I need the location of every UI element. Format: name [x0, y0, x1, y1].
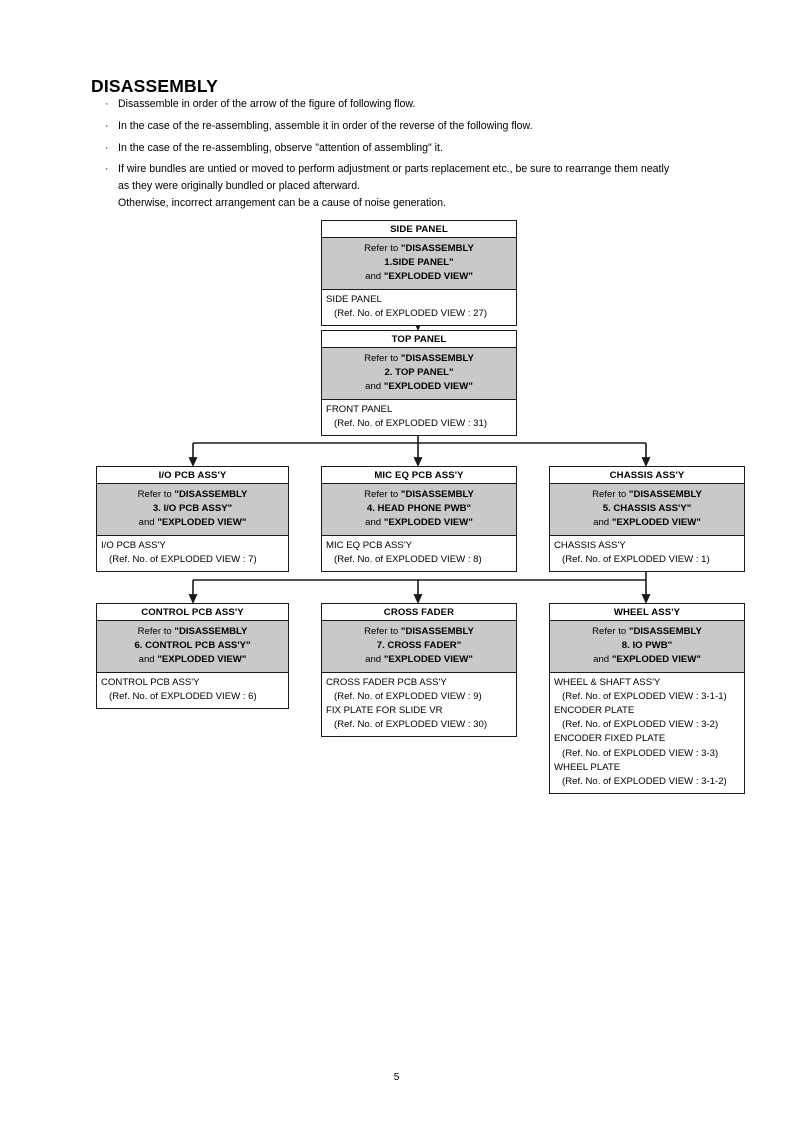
refer-line-3: and "EXPLODED VIEW": [365, 381, 473, 393]
flow-node-side-panel[interactable]: SIDE PANEL Refer to "DISASSEMBLY 1.SIDE …: [321, 220, 517, 326]
node-parts-section: I/O PCB ASS'Y (Ref. No. of EXPLODED VIEW…: [97, 536, 288, 571]
refer-line-1: Refer to "DISASSEMBLY: [137, 488, 248, 500]
part-reference: (Ref. No. of EXPLODED VIEW : 3-1-2): [562, 776, 727, 788]
part-name: ENCODER PLATE: [554, 705, 635, 717]
node-title: I/O PCB ASS'Y: [97, 467, 288, 485]
part-name: SIDE PANEL: [326, 293, 382, 305]
refer-line-1: Refer to "DISASSEMBLY: [364, 488, 474, 500]
flow-node-chassis-assy[interactable]: CHASSIS ASS'Y Refer to "DISASSEMBLY 5. C…: [549, 466, 745, 572]
part-name: CONTROL PCB ASS'Y: [101, 676, 200, 688]
node-title: WHEEL ASS'Y: [550, 604, 744, 622]
refer-line-2: 2. TOP PANEL": [384, 367, 454, 379]
node-title: TOP PANEL: [322, 331, 516, 349]
bullet-icon: ·: [105, 98, 109, 110]
part-reference: (Ref. No. of EXPLODED VIEW : 7): [109, 553, 257, 565]
part-name: CHASSIS ASS'Y: [554, 539, 626, 551]
instruction-text: In the case of the re-assembling, assemb…: [118, 119, 533, 132]
refer-line-2: 5. CHASSIS ASS'Y": [602, 503, 692, 515]
refer-line-2: 6. CONTROL PCB ASS'Y": [134, 640, 251, 652]
refer-line-2: 8. IO PWB": [621, 640, 673, 652]
refer-line-2: 1.SIDE PANEL": [384, 257, 454, 269]
instruction-list: · Disassemble in order of the arrow of t…: [103, 96, 763, 216]
refer-line-3: and "EXPLODED VIEW": [365, 517, 473, 529]
page-number: 5: [393, 1072, 400, 1083]
refer-line-3: and "EXPLODED VIEW": [138, 517, 247, 529]
node-title: CHASSIS ASS'Y: [550, 467, 744, 485]
instruction-text: Otherwise, incorrect arrangement can be …: [118, 196, 447, 209]
node-parts-section: WHEEL & SHAFT ASS'Y (Ref. No. of EXPLODE…: [550, 673, 744, 793]
refer-line-1: Refer to "DISASSEMBLY: [592, 488, 702, 500]
instruction-text: Disassemble in order of the arrow of the…: [118, 98, 416, 110]
bullet-icon: ·: [105, 119, 109, 132]
instruction-text: If wire bundles are untied or moved to p…: [118, 163, 670, 176]
refer-line-3: and "EXPLODED VIEW": [593, 517, 701, 529]
flow-node-control-pcb-assy[interactable]: CONTROL PCB ASS'Y Refer to "DISASSEMBLY …: [96, 603, 289, 709]
part-reference: (Ref. No. of EXPLODED VIEW : 27): [334, 307, 488, 319]
instruction-text: In the case of the re-assembling, observ…: [118, 141, 443, 154]
list-item: · Disassemble in order of the arrow of t…: [103, 96, 763, 113]
node-title: CONTROL PCB ASS'Y: [97, 604, 288, 622]
node-title: CROSS FADER: [322, 604, 516, 622]
part-reference: (Ref. No. of EXPLODED VIEW : 3-3): [562, 747, 719, 759]
part-name: WHEEL & SHAFT ASS'Y: [554, 676, 661, 688]
node-refer-section: Refer to "DISASSEMBLY 3. I/O PCB ASSY" a…: [97, 484, 288, 537]
bullet-icon: ·: [105, 163, 109, 176]
refer-line-1: Refer to "DISASSEMBLY: [364, 352, 474, 364]
node-parts-section: FRONT PANEL (Ref. No. of EXPLODED VIEW :…: [322, 400, 516, 435]
refer-line-1: Refer to "DISASSEMBLY: [364, 242, 474, 254]
refer-line-3: and "EXPLODED VIEW": [138, 654, 247, 666]
part-name: WHEEL PLATE: [554, 761, 621, 773]
page-title: DISASSEMBLY: [91, 75, 218, 96]
refer-line-1: Refer to "DISASSEMBLY: [137, 625, 248, 637]
refer-line-3: and "EXPLODED VIEW": [365, 271, 473, 283]
flow-node-top-panel[interactable]: TOP PANEL Refer to "DISASSEMBLY 2. TOP P…: [321, 330, 517, 436]
node-parts-section: SIDE PANEL (Ref. No. of EXPLODED VIEW : …: [322, 290, 516, 325]
instruction-text: as they were originally bundled or place…: [118, 179, 361, 192]
flow-node-io-pcb-assy[interactable]: I/O PCB ASS'Y Refer to "DISASSEMBLY 3. I…: [96, 466, 289, 572]
refer-line-2: 3. I/O PCB ASSY": [152, 503, 233, 515]
node-refer-section: Refer to "DISASSEMBLY 7. CROSS FADER" an…: [322, 621, 516, 674]
flow-node-wheel-assy[interactable]: WHEEL ASS'Y Refer to "DISASSEMBLY 8. IO …: [549, 603, 745, 794]
node-title: MIC EQ PCB ASS'Y: [322, 467, 516, 485]
list-item: · If wire bundles are untied or moved to…: [103, 161, 763, 211]
part-name: ENCODER FIXED PLATE: [554, 733, 666, 745]
part-reference: (Ref. No. of EXPLODED VIEW : 8): [334, 553, 482, 565]
flow-node-cross-fader[interactable]: CROSS FADER Refer to "DISASSEMBLY 7. CRO…: [321, 603, 517, 737]
part-reference: (Ref. No. of EXPLODED VIEW : 3-2): [562, 719, 719, 731]
node-refer-section: Refer to "DISASSEMBLY 2. TOP PANEL" and …: [322, 348, 516, 401]
part-reference: (Ref. No. of EXPLODED VIEW : 6): [109, 690, 257, 702]
part-name: I/O PCB ASS'Y: [101, 539, 166, 551]
part-reference: (Ref. No. of EXPLODED VIEW : 9): [334, 690, 482, 702]
list-item: · In the case of the re-assembling, asse…: [103, 118, 763, 135]
part-reference: (Ref. No. of EXPLODED VIEW : 30): [334, 719, 488, 731]
node-parts-section: CROSS FADER PCB ASS'Y (Ref. No. of EXPLO…: [322, 673, 516, 736]
refer-line-1: Refer to "DISASSEMBLY: [592, 625, 702, 637]
part-name: MIC EQ PCB ASS'Y: [326, 539, 413, 551]
part-reference: (Ref. No. of EXPLODED VIEW : 1): [562, 553, 710, 565]
refer-line-3: and "EXPLODED VIEW": [593, 654, 701, 666]
node-refer-section: Refer to "DISASSEMBLY 6. CONTROL PCB ASS…: [97, 621, 288, 674]
refer-line-3: and "EXPLODED VIEW": [365, 654, 473, 666]
refer-line-1: Refer to "DISASSEMBLY: [364, 625, 474, 637]
node-title: SIDE PANEL: [322, 221, 516, 239]
node-refer-section: Refer to "DISASSEMBLY 5. CHASSIS ASS'Y" …: [550, 484, 744, 537]
node-parts-section: CONTROL PCB ASS'Y (Ref. No. of EXPLODED …: [97, 673, 288, 708]
part-name: CROSS FADER PCB ASS'Y: [326, 676, 447, 688]
flow-node-mic-eq-pcb-assy[interactable]: MIC EQ PCB ASS'Y Refer to "DISASSEMBLY 4…: [321, 466, 517, 572]
part-reference: (Ref. No. of EXPLODED VIEW : 3-1-1): [562, 690, 727, 702]
node-refer-section: Refer to "DISASSEMBLY 4. HEAD PHONE PWB"…: [322, 484, 516, 537]
list-item: · In the case of the re-assembling, obse…: [103, 140, 763, 157]
refer-line-2: 7. CROSS FADER": [376, 640, 462, 652]
node-refer-section: Refer to "DISASSEMBLY 8. IO PWB" and "EX…: [550, 621, 744, 674]
node-parts-section: MIC EQ PCB ASS'Y (Ref. No. of EXPLODED V…: [322, 536, 516, 571]
refer-line-2: 4. HEAD PHONE PWB": [366, 503, 472, 515]
part-name: FIX PLATE FOR SLIDE VR: [326, 705, 443, 717]
bullet-icon: ·: [105, 141, 109, 154]
node-refer-section: Refer to "DISASSEMBLY 1.SIDE PANEL" and …: [322, 238, 516, 291]
part-reference: (Ref. No. of EXPLODED VIEW : 31): [334, 417, 488, 429]
node-parts-section: CHASSIS ASS'Y (Ref. No. of EXPLODED VIEW…: [550, 536, 744, 571]
part-name: FRONT PANEL: [326, 403, 393, 415]
